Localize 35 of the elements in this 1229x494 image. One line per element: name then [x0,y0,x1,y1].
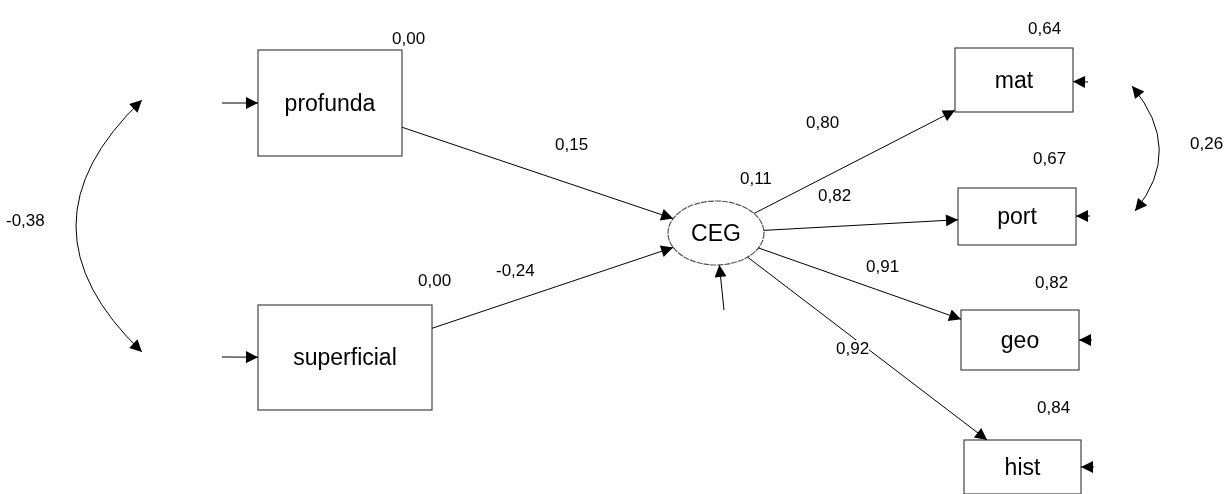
edge-label: 0,82 [818,187,852,204]
error-arrow [714,264,727,311]
error-arrow [1072,75,1089,88]
edge-label: 0,15 [555,136,589,153]
variance-value: 0,82 [1035,274,1069,291]
error-arrow [1075,210,1091,222]
edge-label: 0,92 [836,340,870,357]
error-arrow [1080,461,1095,473]
variable-name: CEG [691,218,741,248]
path-arrow [401,126,674,221]
variance-value: 0,00 [392,30,426,47]
error-arrow [221,97,259,109]
path-arrow [763,214,959,231]
edge-label: 0,91 [866,258,900,275]
variance-value: 0,00 [418,272,452,289]
variable-name: mat [994,65,1034,95]
variance-value: 0,11 [740,170,772,187]
path-arrow [747,256,988,441]
covariance-value: 0,26 [1190,135,1224,152]
variable-name: hist [1004,452,1041,482]
variable-name: profunda [284,88,376,118]
path-arrow [753,109,956,214]
variable-name: port [997,202,1037,231]
edge-label: 0,80 [806,114,840,131]
covariance-value: -0,38 [6,212,45,229]
error-arrow [1078,334,1093,346]
path-arrow [757,247,962,321]
edge-label: -0,24 [496,262,535,279]
variable-name: geo [1000,325,1040,355]
variance-value: 0,84 [1037,399,1071,416]
variable-name: superficial [293,343,397,372]
error-arrow [221,351,259,364]
path-arrow [431,245,674,329]
variance-value: 0,64 [1028,20,1062,37]
variance-value: 0,67 [1033,150,1067,167]
